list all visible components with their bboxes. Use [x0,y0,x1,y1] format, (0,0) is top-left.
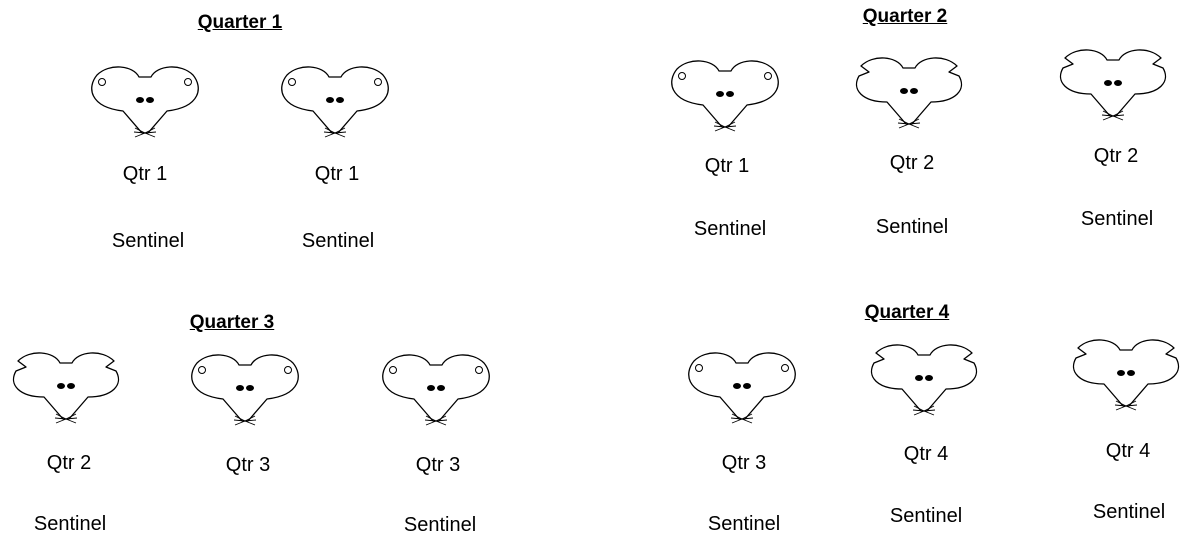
mouse-head-icon [12,352,120,424]
mouse-head-icon [671,60,779,132]
mouse-qtr-label: Qtr 1 [314,163,360,185]
mouse-head-icon [191,354,299,426]
group-heading-quarter-2: Quarter 2 [862,6,948,27]
mouse-sentinel-label: Sentinel [1092,501,1166,523]
mouse-qtr-label: Qtr 2 [889,152,935,174]
mouse-sentinel-label: Sentinel [111,230,185,252]
mouse-sentinel-label: Sentinel [889,505,963,527]
group-heading-quarter-4: Quarter 4 [864,302,950,323]
mouse-head-icon [855,57,963,129]
mouse-sentinel-label: Sentinel [1080,208,1154,230]
mouse-qtr-label: Qtr 4 [903,443,949,465]
mouse-head-icon [382,354,490,426]
mouse-sentinel-label: Sentinel [33,513,107,535]
mouse-qtr-label: Qtr 3 [225,454,271,476]
group-heading-quarter-3: Quarter 3 [189,312,275,333]
mouse-qtr-label: Qtr 4 [1105,440,1151,462]
mouse-qtr-label: Qtr 2 [46,452,92,474]
mouse-qtr-label: Qtr 3 [415,454,461,476]
mouse-head-icon [281,66,389,138]
mouse-sentinel-label: Sentinel [403,514,477,536]
mouse-sentinel-label: Sentinel [693,218,767,240]
mouse-qtr-label: Qtr 1 [704,155,750,177]
mouse-qtr-label: Qtr 2 [1093,145,1139,167]
mouse-head-icon [1072,339,1180,411]
mouse-sentinel-label: Sentinel [707,513,781,535]
mouse-qtr-label: Qtr 3 [721,452,767,474]
mouse-head-icon [870,344,978,416]
mouse-qtr-label: Qtr 1 [122,163,168,185]
mouse-head-icon [91,66,199,138]
mouse-sentinel-label: Sentinel [875,216,949,238]
mouse-sentinel-label: Sentinel [301,230,375,252]
mouse-head-icon [1059,49,1167,121]
group-heading-quarter-1: Quarter 1 [197,12,283,33]
mouse-head-icon [688,352,796,424]
